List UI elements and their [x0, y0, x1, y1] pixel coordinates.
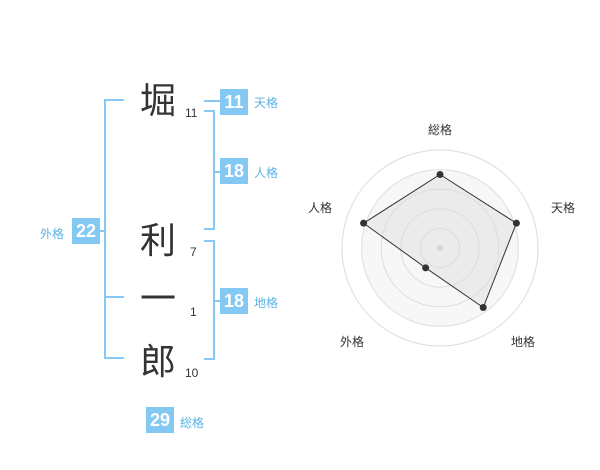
- name-char-4: 郎: [140, 342, 177, 383]
- chikaku-value: 18: [220, 288, 248, 314]
- jinkaku-value: 18: [220, 158, 248, 184]
- radar-axis-label-jinkaku: 人格: [308, 201, 333, 215]
- chikaku-bracket: [204, 240, 215, 360]
- gaikaku-label: 外格: [40, 227, 65, 241]
- gaikaku-value: 22: [72, 218, 100, 244]
- stroke-count-3: 1: [190, 305, 197, 319]
- soukaku-label: 総格: [180, 416, 205, 430]
- gaikaku-bracket-lower: [104, 297, 124, 359]
- tenkaku-value: 11: [220, 89, 248, 115]
- radar-ring: [400, 208, 480, 288]
- jinkaku-connector: [215, 171, 220, 173]
- radar-ring: [380, 188, 500, 308]
- tenkaku-connector: [204, 100, 220, 102]
- stroke-count-1: 11: [185, 106, 198, 120]
- radar-point-2: [479, 303, 487, 311]
- radar-point-1: [512, 219, 520, 227]
- radar-axis-label-soukaku: 総格: [428, 123, 453, 137]
- radar-axis-label-tenkaku: 天格: [551, 201, 576, 215]
- chikaku-label: 地格: [254, 296, 279, 310]
- tenkaku-label: 天格: [254, 96, 279, 110]
- jinkaku-label: 人格: [254, 166, 279, 180]
- stroke-count-2: 7: [190, 245, 197, 259]
- name-char-2: 利: [140, 221, 177, 262]
- jinkaku-bracket: [204, 110, 215, 230]
- chikaku-connector: [215, 300, 220, 302]
- soukaku-value: 29: [146, 407, 174, 433]
- radar-series-polygon: [362, 173, 518, 309]
- radar-center-dot: [437, 245, 443, 251]
- radar-point-4: [360, 219, 368, 227]
- gaikaku-connector: [100, 230, 105, 232]
- radar-point-3: [422, 264, 430, 272]
- radar-axis-label-gaikaku: 外格: [340, 335, 365, 349]
- gaikaku-bracket-upper: [104, 99, 124, 298]
- stroke-count-4: 10: [185, 366, 199, 380]
- name-char-1: 堀: [140, 81, 177, 122]
- radar-point-0: [436, 171, 444, 178]
- radar-axis-label-chikaku: 地格: [511, 335, 536, 349]
- radar-ring: [419, 227, 461, 269]
- name-char-3: 一: [140, 279, 177, 320]
